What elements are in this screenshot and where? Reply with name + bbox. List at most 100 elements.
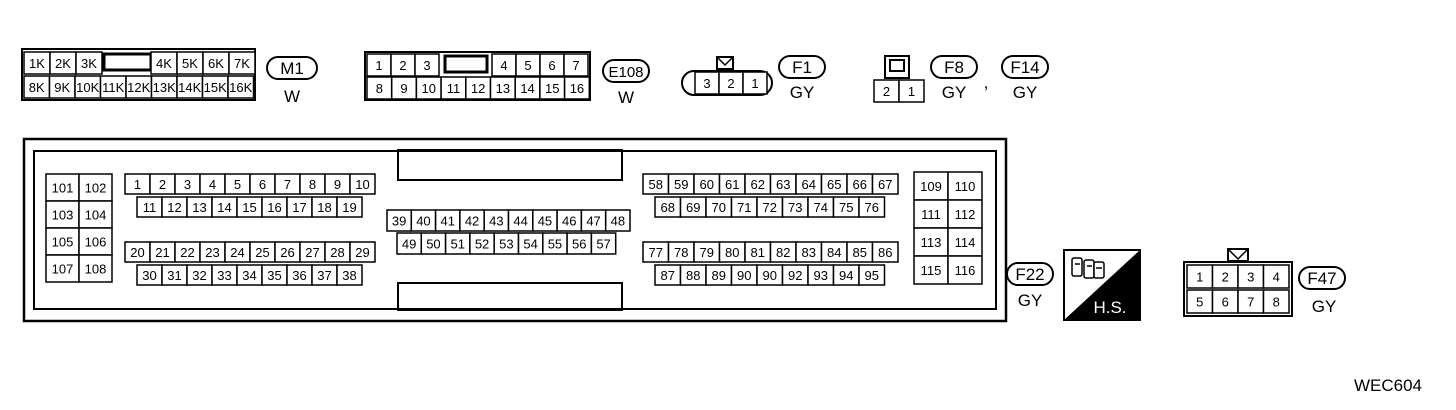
e108-top-right-pin-2-label: 6 [548,58,555,73]
f22-mid-top-pin-7: 46 [556,209,583,232]
e108-id-badge: E108 [602,59,650,83]
f22-c-top-pin-0-label: 58 [649,177,663,192]
f47-top-pin-2: 3 [1237,264,1265,289]
m1-top-left-pin-1: 2K [49,51,77,75]
m1-bottom-pin-8: 16K [227,75,255,99]
f22-left-pin-3: 104 [78,200,113,229]
f47-top-pin-0: 1 [1186,264,1214,289]
f22-b-bottom-pin-4: 34 [236,264,263,286]
f47-color-label: GY [1312,297,1337,316]
f47-bottom-pin-1: 6 [1211,289,1239,314]
f8-f14-separator: , [984,73,989,92]
e108-top-left-pin-1: 2 [390,53,416,77]
e108-top-left-pin-0: 1 [366,53,392,77]
f22-b-top-pin-5: 25 [249,241,276,263]
f22-right-pin-1-label: 110 [955,179,976,194]
f22-c-top-pin-3: 61 [718,173,746,195]
f22-d-bottom-pin-8-label: 95 [865,268,879,283]
m1-bottom-pin-4-label: 12K [127,80,150,95]
f22-a-bottom-pin-8-label: 19 [342,200,356,215]
f47-top-pin-0-label: 1 [1196,270,1203,285]
f22-c-bottom-pin-5: 73 [781,196,809,218]
hs-label: H.S. [1093,298,1126,317]
e108-top-right-pin-0-label: 4 [500,58,507,73]
f22-b-bottom-pin-5: 35 [261,264,288,286]
f22-c-bottom-pin-8-label: 76 [865,200,879,215]
f1-pin-0: 3 [694,71,720,95]
f22-a-top-pin-9: 10 [349,173,376,195]
f22-a-top-pin-0: 1 [124,173,151,195]
f22-d-bottom-pin-3-label: 90 [737,268,751,283]
f22-d-top-pin-5-label: 82 [776,245,790,260]
f22-c-bottom-pin-1: 69 [679,196,707,218]
f22-mid-bottom-pin-5-label: 54 [523,237,537,252]
f22-a-top-pin-7: 8 [299,173,326,195]
e108-bottom-pin-6-label: 14 [520,81,534,96]
e108-top-right-pin-0: 4 [491,53,517,77]
figure-code: WEC604 [1354,376,1422,395]
e108-bottom-pin-0: 8 [366,76,393,100]
f14-color-label: GY [1013,83,1038,102]
f22-mid-bottom-pin-4-label: 53 [499,237,513,252]
f8-pin-0: 2 [873,79,900,103]
f1-pin-2-label: 1 [751,76,758,91]
f22-c-bottom-pin-7-label: 75 [839,200,853,215]
f22-a-top-pin-1-label: 2 [159,177,166,192]
f22-d-bottom-pin-8: 95 [858,264,886,286]
f22-d-top-pin-9-label: 86 [878,245,892,260]
f22-a-top-pin-3-label: 4 [209,177,216,192]
f22-mid-bottom-pin-2-label: 51 [451,237,465,252]
f22-d-bottom-pin-1-label: 88 [686,268,700,283]
f22-left-pin-7: 108 [78,254,113,283]
f1-lock-tab [716,56,734,70]
f22-b-top-pin-9-label: 29 [355,245,369,260]
f22-b-top-pin-3: 23 [199,241,226,263]
f22-d-top-pin-8-label: 85 [853,245,867,260]
f22-c-top-pin-0: 58 [642,173,670,195]
f22-b-bottom-pin-3: 33 [211,264,238,286]
f8-pin-0-label: 2 [883,84,890,99]
f22-d-top-pin-6-label: 83 [802,245,816,260]
f22-mid-bottom-pin-6: 55 [542,232,568,255]
f22-a-top-pin-7-label: 8 [309,177,316,192]
f22-b-top-pin-8: 28 [324,241,351,263]
f22-d-bottom-pin-4-label: 90 [763,268,777,283]
f22-b-bottom-pin-8-label: 38 [342,268,356,283]
f47-bottom-pin-2-label: 7 [1247,295,1254,310]
e108-bottom-pin-4-label: 12 [471,81,485,96]
f22-c-bottom-pin-1-label: 69 [686,200,700,215]
f22-c-bottom-pin-6-label: 74 [814,200,828,215]
f22-mid-top-pin-9-label: 48 [611,214,625,229]
f22-c-top-pin-1: 59 [667,173,695,195]
m1-bottom-pin-0: 8K [23,75,51,99]
f22-d-bottom-pin-5: 92 [781,264,809,286]
f22-right-pin-4: 113 [913,227,949,257]
f22-mid-top-pin-7-label: 46 [562,214,576,229]
f22-a-bottom-pin-7: 18 [311,196,338,218]
f22-a-bottom-pin-2: 13 [186,196,213,218]
f22-d-top-pin-3-label: 80 [725,245,739,260]
f22-a-bottom-pin-3-label: 14 [217,200,231,215]
f22-a-bottom-pin-3: 14 [211,196,238,218]
f22-a-bottom-pin-1: 12 [161,196,188,218]
f22-c-bottom-pin-8: 76 [858,196,886,218]
f22-a-bottom-pin-5: 16 [261,196,288,218]
e108-color-label: W [618,88,634,107]
e108-bottom-pin-4: 12 [465,76,492,100]
f8-pin-1-label: 1 [908,84,915,99]
f22-a-top-pin-8-label: 9 [334,177,341,192]
f22-left-pin-1: 102 [78,173,113,202]
f22-mid-top-pin-2-label: 41 [441,214,455,229]
f22-right-pin-6: 115 [913,255,949,285]
f22-d-top-pin-8: 85 [846,241,874,263]
f22-d-bottom-pin-7-label: 94 [839,268,853,283]
f22-c-top-pin-3-label: 61 [725,177,739,192]
f1-lock-mark [716,56,734,67]
f22-mid-top-pin-8: 47 [580,209,607,232]
m1-top-right-pin-3-label: 7K [234,56,250,71]
f22-b-bottom-pin-1: 31 [161,264,188,286]
f22-mid-top-pin-9: 48 [604,209,631,232]
f22-a-bottom-pin-1-label: 12 [167,200,181,215]
f22-a-bottom-pin-4-label: 15 [242,200,256,215]
f22-a-bottom-pin-6: 17 [286,196,313,218]
